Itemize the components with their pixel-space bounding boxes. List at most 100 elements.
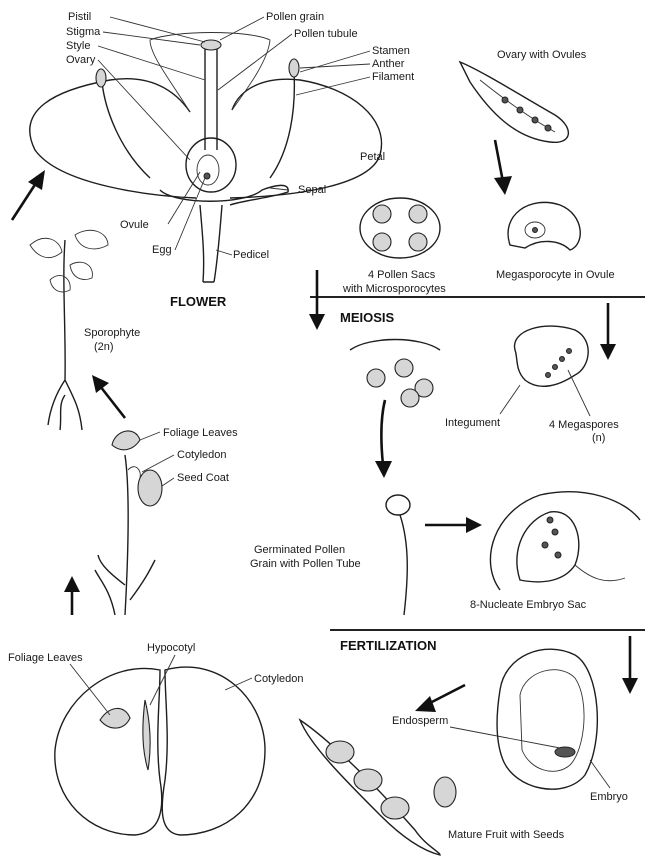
tetrad-4 <box>401 389 419 407</box>
seed-section-drawing: Foliage Leaves Hypocotyl Cotyledon <box>8 642 304 835</box>
loose-seed <box>434 777 456 807</box>
fertilized-ovule-drawing: Endosperm Embryo <box>392 649 628 803</box>
pistil-label: Pistil <box>68 11 91 23</box>
embryo-label: Embryo <box>590 791 628 803</box>
tetrad-2 <box>395 359 413 377</box>
embryo-sac-stalk <box>575 565 625 581</box>
pollen-grain-label: Pollen grain <box>266 11 324 23</box>
megaspore-ovule <box>515 326 589 386</box>
embryo-sac-label: 8-Nucleate Embryo Sac <box>470 599 587 611</box>
germinated-label-1: Germinated Pollen <box>254 544 345 556</box>
megaspore-1 <box>546 373 551 378</box>
hypocotyl-shape <box>143 700 150 770</box>
ovary-label: Ovary <box>66 54 96 66</box>
arrow-to-megaspores-head <box>600 344 616 360</box>
sporophyte-label: Sporophyte <box>84 327 140 339</box>
arrow-to-flower-head <box>28 170 45 190</box>
megasporocyte-nucleus <box>533 228 538 233</box>
ovule-dot-4 <box>545 125 551 131</box>
sporophyte-drawing: Sporophyte (2n) <box>30 230 140 430</box>
ovule-dot-1 <box>502 97 508 103</box>
microspore-sac-top <box>350 340 440 351</box>
style-label: Style <box>66 40 90 52</box>
ovule-dot-3 <box>532 117 538 123</box>
megaspores-drawing: Integument 4 Megaspores (n) <box>445 326 619 444</box>
arrow-into-meiosis-head <box>309 314 325 330</box>
sporophyte-ploidy-label: (2n) <box>94 341 114 353</box>
ovary-inner-line <box>480 80 555 132</box>
megaspore-2 <box>553 365 558 370</box>
ovule-label: Ovule <box>120 219 149 231</box>
mature-fruit-label: Mature Fruit with Seeds <box>448 829 565 841</box>
germinated-pollen-drawing: Germinated Pollen Grain with Pollen Tube <box>250 495 410 615</box>
arrow-to-fertilized-ovule-head <box>622 678 638 694</box>
arrow-to-embryo-sac-head <box>466 517 482 533</box>
pollen-sac-3 <box>373 233 391 251</box>
seedling-seed-coat <box>138 470 162 506</box>
pod-seed-3 <box>381 797 409 819</box>
arrow-seedling-to-sporophyte-head <box>92 375 109 393</box>
petal-label: Petal <box>360 151 385 163</box>
stigma-label: Stigma <box>66 26 101 38</box>
pedicel-shape <box>200 205 222 282</box>
pollen-tubule-label: Pollen tubule <box>294 28 358 40</box>
ovary-shape <box>186 138 236 192</box>
arrow-to-flower <box>12 180 38 220</box>
nucleus-3 <box>542 542 548 548</box>
seed-cotyledon-label: Cotyledon <box>254 673 304 685</box>
pollen-tube-shape <box>400 515 407 615</box>
left-petal-shape <box>30 79 196 198</box>
ovary-ovules-label: Ovary with Ovules <box>497 49 587 61</box>
fertilization-title: FERTILIZATION <box>340 638 437 653</box>
meiosis-title: MEIOSIS <box>340 310 395 325</box>
seedling-cotyledon-label: Cotyledon <box>177 449 227 461</box>
arrow-to-fruit-head <box>415 696 436 712</box>
stamen-label: Stamen <box>372 45 410 57</box>
right-petal-shape <box>230 79 382 198</box>
filament-label: Filament <box>372 71 414 83</box>
microsporocytes-label: with Microsporocytes <box>342 283 446 295</box>
arrow-seed-to-seedling-head <box>64 576 80 592</box>
ovule-dot-2 <box>517 107 523 113</box>
seedling-foliage <box>112 431 140 450</box>
pollen-sac-4 <box>409 233 427 251</box>
style-shape <box>205 48 217 150</box>
tetrad-1 <box>367 369 385 387</box>
nucleus-4 <box>555 552 561 558</box>
megaspores-ploidy-label: (n) <box>592 432 605 444</box>
right-cotyledon-shape <box>162 667 265 835</box>
integument-label: Integument <box>445 417 500 429</box>
megasporocyte-label: Megasporocyte in Ovule <box>496 269 615 281</box>
sporophyte-leaves <box>30 230 108 292</box>
embryo-shape <box>555 747 575 757</box>
arrow-to-fruit <box>428 685 465 704</box>
germinated-label-2: Grain with Pollen Tube <box>250 558 361 570</box>
ovule-shape <box>197 155 219 185</box>
megaspore-leader-lines <box>500 370 590 416</box>
pollen-sac-1 <box>373 205 391 223</box>
pollen-sacs-label: 4 Pollen Sacs <box>368 269 436 281</box>
left-stamen-shape <box>102 82 150 178</box>
megaspores-label: 4 Megaspores <box>549 419 619 431</box>
pod-seed-2 <box>354 769 382 791</box>
arrow-ovary-head <box>494 176 512 195</box>
pod-seed-1 <box>326 741 354 763</box>
seed-leader-lines <box>70 655 252 715</box>
nucleus-2 <box>552 529 558 535</box>
fruit-pod-drawing: Mature Fruit with Seeds <box>300 720 565 855</box>
left-anther-shape <box>96 69 106 87</box>
megaspore-4 <box>567 349 572 354</box>
flower-title: FLOWER <box>170 294 227 309</box>
sporophyte-stem-roots <box>48 240 82 430</box>
anther-label: Anther <box>372 58 405 70</box>
arrow-seedling-to-sporophyte <box>100 386 125 418</box>
ovary-with-ovules-drawing: Ovary with Ovules <box>460 49 587 142</box>
megaspore-3 <box>560 357 565 362</box>
sepal-label: Sepal <box>298 184 326 196</box>
fertilization-leader-lines <box>450 727 610 788</box>
right-stamen-shape <box>270 72 294 178</box>
megasporocyte-drawing: Megasporocyte in Ovule <box>496 202 615 281</box>
embryo-sac-drawing: 8-Nucleate Embryo Sac <box>470 492 640 611</box>
